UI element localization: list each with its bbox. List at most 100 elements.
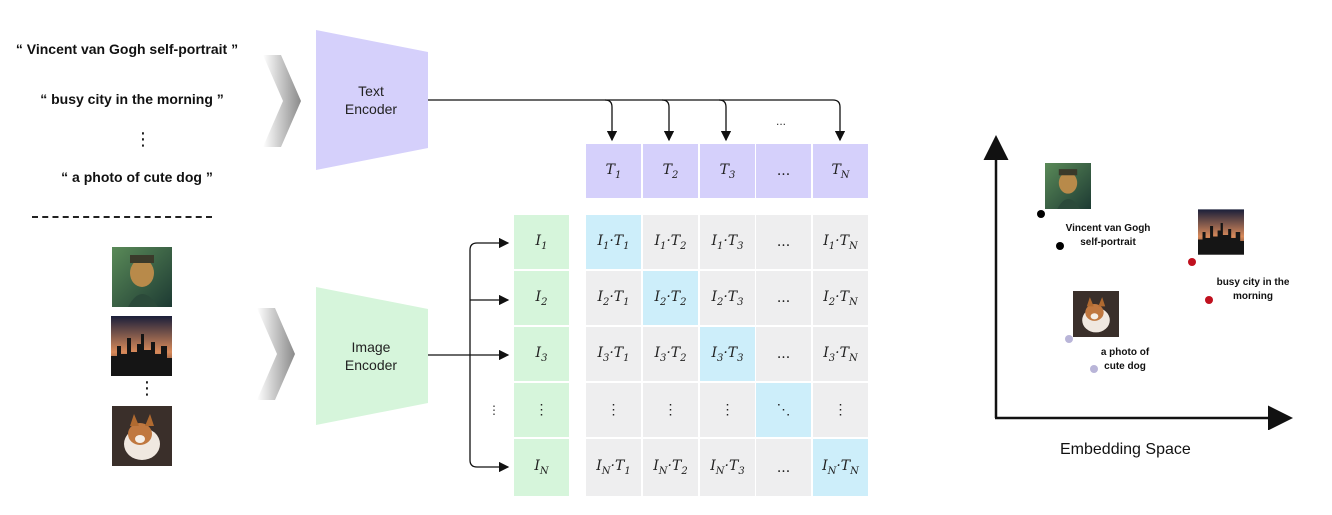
city-label: busy city in the morning <box>1216 277 1290 302</box>
dog-thumbnail-left <box>112 406 172 466</box>
similarity-value: I3·T3 <box>711 344 744 364</box>
image-embedding-label: ⋮ <box>534 402 549 418</box>
text-embedding-header: T2 <box>643 144 698 198</box>
text-embedding-label: T2 <box>662 161 679 181</box>
chevron-right-icon <box>257 308 295 400</box>
similarity-value: ⋮ <box>833 402 848 418</box>
portrait-thumbnail-embedding <box>1045 163 1091 209</box>
embedding-axes <box>983 135 1293 430</box>
text-arrows-ellipsis: ... <box>776 114 787 128</box>
similarity-value: ⋮ <box>720 402 735 418</box>
similarity-value: I2·T2 <box>654 288 687 308</box>
similarity-cell: I3·TN <box>813 327 868 381</box>
image-encoder-shape <box>316 287 428 425</box>
text-encoder-label: Text Encoder <box>344 83 398 117</box>
similarity-cell: I1·T2 <box>643 215 698 269</box>
image-embedding-header: IN <box>514 439 569 496</box>
city-thumbnail-left <box>111 316 172 376</box>
similarity-value: I1·T2 <box>654 232 687 252</box>
similarity-value: I3·TN <box>823 344 858 364</box>
similarity-value: I3·T1 <box>597 344 630 364</box>
similarity-value: I2·T1 <box>597 288 630 308</box>
similarity-value: I1·TN <box>823 232 858 252</box>
similarity-cell: ⋱ <box>756 383 811 437</box>
image-embedding-header: I3 <box>514 327 569 381</box>
image-encoder-label: Image Encoder <box>344 339 398 373</box>
image-embedding-label: I1 <box>535 232 548 252</box>
similarity-value: IN·T1 <box>596 458 631 477</box>
image-embedding-label: I2 <box>535 288 548 308</box>
text-input-ellipsis: ⋮ <box>134 129 152 149</box>
dog-thumbnail-embedding <box>1073 291 1119 337</box>
city-image-point <box>1188 258 1196 266</box>
similarity-value: ⋱ <box>776 402 791 418</box>
similarity-cell: I3·T3 <box>700 327 755 381</box>
similarity-value: I1·T1 <box>597 232 630 252</box>
similarity-cell: I3·T2 <box>643 327 698 381</box>
dog-image-point <box>1065 335 1073 343</box>
similarity-value: I1·T3 <box>711 232 744 252</box>
similarity-cell: ⋮ <box>813 383 868 437</box>
chevron-right-icon <box>263 55 301 147</box>
similarity-cell: I2·T2 <box>643 271 698 325</box>
similarity-value: IN·TN <box>822 458 859 477</box>
similarity-value: ... <box>776 234 791 250</box>
similarity-cell: ⋮ <box>586 383 641 437</box>
text-embedding-label: ... <box>776 163 791 179</box>
image-embedding-label: IN <box>534 458 549 477</box>
similarity-cell: I1·T1 <box>586 215 641 269</box>
text-input-dog: “ a photo of cute dog ” <box>61 169 213 185</box>
text-embedding-header: T1 <box>586 144 641 198</box>
similarity-value: I2·T3 <box>711 288 744 308</box>
text-embedding-label: T3 <box>719 161 736 181</box>
city-text-point <box>1205 296 1213 304</box>
similarity-cell: I1·TN <box>813 215 868 269</box>
similarity-cell: ... <box>756 327 811 381</box>
image-arrows-ellipsis: ⋮ <box>488 403 500 417</box>
text-embedding-header: TN <box>813 144 868 198</box>
image-embedding-header: I1 <box>514 215 569 269</box>
similarity-cell: ... <box>756 439 811 496</box>
similarity-cell: IN·T2 <box>643 439 698 496</box>
similarity-cell: I2·T3 <box>700 271 755 325</box>
city-thumbnail-embedding <box>1198 209 1244 255</box>
image-embedding-header: I2 <box>514 271 569 325</box>
similarity-cell: IN·TN <box>813 439 868 496</box>
separator-dashed-line <box>32 216 212 218</box>
similarity-cell: I2·T1 <box>586 271 641 325</box>
similarity-cell: I3·T1 <box>586 327 641 381</box>
similarity-cell: ... <box>756 271 811 325</box>
similarity-cell: ⋮ <box>700 383 755 437</box>
similarity-cell: I2·TN <box>813 271 868 325</box>
similarity-cell: I1·T3 <box>700 215 755 269</box>
similarity-value: ... <box>776 290 791 306</box>
dog-label: a photo of cute dog <box>1100 347 1150 372</box>
similarity-value: ⋮ <box>606 402 621 418</box>
similarity-cell: ... <box>756 215 811 269</box>
similarity-cell: ⋮ <box>643 383 698 437</box>
text-embedding-header: T3 <box>700 144 755 198</box>
text-encoder-shape <box>316 30 428 170</box>
text-embedding-label: T1 <box>605 161 622 181</box>
text-input-city: “ busy city in the morning ” <box>40 91 224 107</box>
text-embedding-header: ... <box>756 144 811 198</box>
similarity-value: I3·T2 <box>654 344 687 364</box>
gogh-text-point <box>1056 242 1064 250</box>
similarity-value: I2·TN <box>823 288 858 308</box>
embedding-space-title: Embedding Space <box>1060 441 1191 458</box>
similarity-value: IN·T3 <box>710 458 745 477</box>
similarity-value: ⋮ <box>663 402 678 418</box>
similarity-value: IN·T2 <box>653 458 688 477</box>
similarity-cell: IN·T3 <box>700 439 755 496</box>
similarity-value: ... <box>776 459 791 476</box>
encoder-arrows <box>428 99 846 473</box>
gogh-label: Vincent van Gogh self-portrait <box>1065 223 1151 248</box>
gogh-image-point <box>1037 210 1045 218</box>
image-embedding-label: I3 <box>535 344 548 364</box>
similarity-cell: IN·T1 <box>586 439 641 496</box>
similarity-value: ... <box>776 346 791 362</box>
dog-text-point <box>1090 365 1098 373</box>
image-input-ellipsis: ⋮ <box>138 378 156 398</box>
text-input-gogh: “ Vincent van Gogh self-portrait ” <box>15 41 239 57</box>
image-embedding-header: ⋮ <box>514 383 569 437</box>
